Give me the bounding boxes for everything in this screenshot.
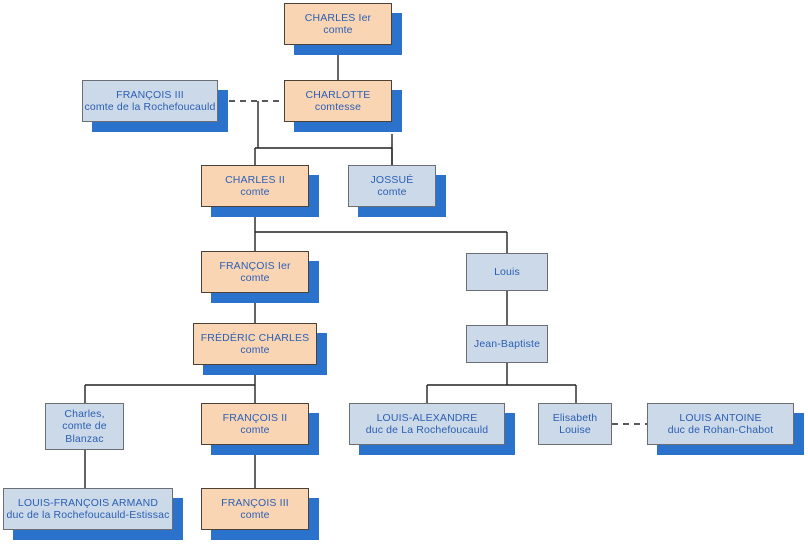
node-name: FRANÇOIS II [222, 411, 288, 424]
node-louis[interactable]: Louis [466, 253, 548, 291]
node-name: FRANÇOIS III [116, 88, 184, 101]
node-title: comte de la Rochefoucauld [84, 101, 216, 113]
node-name: FRÉDÉRIC CHARLES [200, 331, 310, 344]
node-name: CHARLES Ier [304, 11, 372, 24]
node-title: comte [240, 424, 270, 436]
node-title: comte [323, 24, 353, 36]
node-name: LOUIS-ALEXANDRE [376, 411, 478, 424]
node-name: Charles, [64, 407, 105, 420]
node-jean-baptiste[interactable]: Jean-Baptiste [466, 325, 548, 363]
node-title: duc de La Rochefoucauld [365, 424, 489, 436]
node-title: duc de Rohan-Chabot [667, 424, 774, 436]
node-name: FRANÇOIS Ier [219, 259, 291, 272]
node-title: comte [240, 186, 270, 198]
node-title: comte [240, 272, 270, 284]
node-title: duc de la Rochefoucauld-Estissac [6, 509, 170, 521]
node-title: comte [240, 344, 270, 356]
node-name: FRANÇOIS III [221, 496, 289, 509]
node-extra: Blanzac [65, 432, 104, 445]
node-box: Louis [466, 253, 548, 291]
node-name: LOUIS ANTOINE [679, 411, 762, 424]
node-name: LOUIS-FRANÇOIS ARMAND [17, 496, 159, 509]
node-name: CHARLOTTE [305, 88, 371, 101]
node-title: comte [240, 509, 270, 521]
node-title: comtesse [314, 101, 362, 113]
node-title: comte [377, 186, 407, 198]
node-name: Elisabeth [552, 411, 598, 424]
node-title: Louise [559, 424, 591, 436]
node-name: Louis [494, 265, 520, 278]
node-name: CHARLES II [225, 173, 285, 186]
node-name: Jean-Baptiste [473, 337, 541, 350]
node-box: Jean-Baptiste [466, 325, 548, 363]
node-title: comte de [62, 420, 107, 433]
node-name: JOSSUÉ [370, 173, 414, 186]
